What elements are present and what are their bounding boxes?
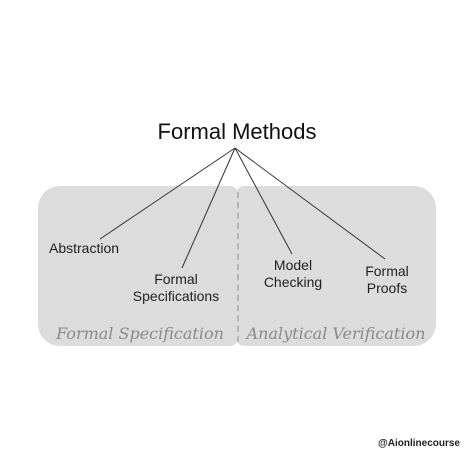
node-formal-proofs-line1: Formal bbox=[365, 263, 409, 279]
node-formal-proofs: Formal Proofs bbox=[350, 263, 424, 297]
node-model-checking-line2: Checking bbox=[263, 274, 323, 290]
group-label-formal-specification: Formal Specification bbox=[56, 324, 224, 343]
node-formal-specifications-line1: Formal bbox=[154, 271, 198, 287]
node-formal-specifications-line2: Specifications bbox=[132, 288, 220, 304]
connector-formal-specifications bbox=[181, 147, 236, 269]
connector-abstraction bbox=[99, 147, 236, 240]
connector-formal-proofs bbox=[234, 147, 386, 260]
node-model-checking-line1: Model bbox=[273, 257, 313, 273]
node-abstraction: Abstraction bbox=[49, 240, 120, 256]
connector-model-checking bbox=[234, 147, 293, 255]
node-model-checking: Model Checking bbox=[254, 257, 332, 291]
watermark-handle: @Aionlinecourse bbox=[378, 438, 460, 449]
node-formal-proofs-line2: Proofs bbox=[366, 280, 408, 296]
diagram-title: Formal Methods bbox=[157, 119, 317, 144]
formal-specification-panel bbox=[38, 186, 238, 346]
dashed-divider bbox=[237, 192, 239, 342]
node-formal-specifications: Formal Specifications bbox=[126, 271, 226, 305]
group-label-analytical-verification: Analytical Verification bbox=[246, 324, 426, 343]
